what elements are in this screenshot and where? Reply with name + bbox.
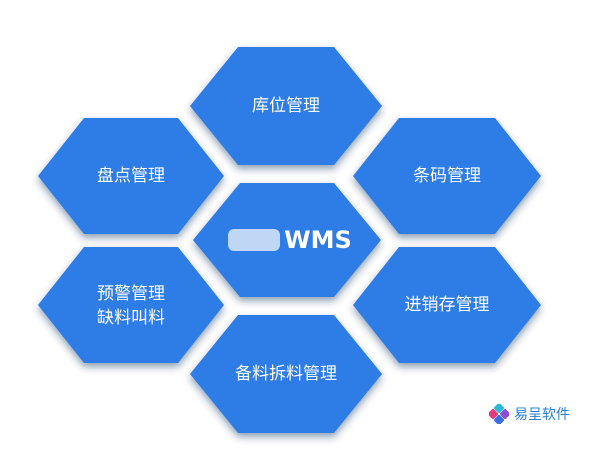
hex-label-barcode: 条码管理 <box>413 166 481 186</box>
hex-shape <box>38 118 224 234</box>
hex-label-warning: 预警管理 <box>97 284 165 304</box>
hex-label-shortage-call: 缺料叫料 <box>97 308 165 328</box>
hex-shape <box>353 247 541 363</box>
hex-warning-shortage: 预警管理 缺料叫料 <box>38 247 224 363</box>
brand-logo-icon <box>489 404 509 424</box>
brand-logo: 易呈软件 <box>489 404 570 424</box>
center-title: WMS <box>284 226 352 254</box>
hex-shape <box>193 183 381 297</box>
blurred-brand-mark <box>228 229 280 251</box>
hex-shape <box>353 118 541 234</box>
hex-inventory-count: 盘点管理 <box>38 118 224 234</box>
hex-purchase-sales-inventory: 进销存管理 <box>353 247 541 363</box>
brand-name: 易呈软件 <box>514 407 570 423</box>
hex-barcode: 条码管理 <box>353 118 541 234</box>
hex-shape <box>38 247 224 363</box>
hex-center-wms: WMS <box>193 183 381 297</box>
hex-label-purchase-sales-inventory: 进销存管理 <box>405 295 490 315</box>
hex-shape <box>190 47 382 165</box>
hex-storage-location: 库位管理 <box>190 47 382 165</box>
hex-material-prep: 备料拆料管理 <box>190 315 382 433</box>
hex-label-storage-location: 库位管理 <box>252 96 320 116</box>
hex-label-inventory-count: 盘点管理 <box>97 166 165 186</box>
hex-shape <box>190 315 382 433</box>
hex-label-material-prep: 备料拆料管理 <box>235 364 337 384</box>
